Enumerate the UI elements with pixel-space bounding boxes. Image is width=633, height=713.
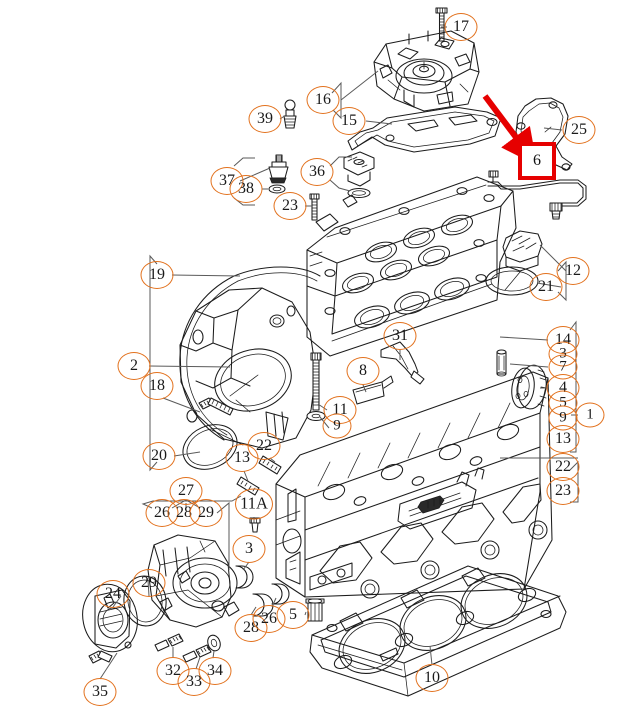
callout-5[interactable]: 5 (276, 601, 310, 629)
callout-label: 25 (571, 121, 587, 138)
part-37-38-plug (268, 154, 289, 194)
callout-label: 16 (315, 91, 331, 108)
callout-1[interactable]: 1 (575, 402, 605, 428)
callout-13[interactable]: 13 (225, 444, 259, 472)
callout-38[interactable]: 38 (229, 175, 263, 203)
part-8-scraper (352, 375, 394, 405)
callout-17[interactable]: 17 (444, 13, 478, 41)
callout-16[interactable]: 16 (306, 86, 340, 114)
callout-23[interactable]: 23 (546, 477, 580, 505)
callout-19[interactable]: 19 (140, 261, 174, 289)
callout-label: 21 (538, 278, 554, 295)
callout-label: 9 (333, 417, 341, 434)
callout-23[interactable]: 23 (273, 192, 307, 220)
highlighted-part-label: 6 (533, 152, 541, 169)
part-23-bolt-top (309, 193, 320, 221)
part-36-filler-cap (343, 151, 375, 199)
callout-label: 7 (559, 358, 567, 375)
callout-label: 38 (238, 180, 254, 197)
callout-label: 17 (453, 18, 469, 35)
callout-label: 22 (555, 458, 571, 475)
callout-label: 10 (424, 669, 440, 686)
callout-label: 29 (141, 574, 157, 591)
callout-label: 2 (130, 357, 138, 374)
callout-29[interactable]: 29 (132, 569, 166, 597)
callout-24[interactable]: 24 (96, 580, 130, 608)
callout-label: 18 (149, 377, 165, 394)
callout-label: 33 (186, 673, 202, 690)
part-cylinder-head-top (306, 176, 517, 357)
callout-label: 24 (105, 585, 121, 602)
part-15-gasket (347, 106, 502, 153)
callout-36[interactable]: 36 (300, 158, 334, 186)
callout-12[interactable]: 12 (556, 257, 590, 285)
part-11-9-bolt (306, 352, 326, 422)
part-10-head-gasket (309, 565, 567, 697)
callout-label: 26 (154, 504, 170, 521)
callout-39[interactable]: 39 (248, 105, 282, 133)
callout-label: 20 (151, 447, 167, 464)
callout-label: 29 (198, 504, 214, 521)
callout-label: 3 (559, 345, 567, 362)
callout-label: 23 (282, 197, 298, 214)
callout-label: 27 (178, 482, 194, 499)
callout-label: 4 (559, 379, 567, 396)
callout-15[interactable]: 15 (332, 107, 366, 135)
callout-label: 22 (256, 437, 272, 454)
part-16-housing (373, 30, 480, 112)
callout-11a[interactable]: 11A (235, 488, 273, 520)
part-24-oil-pump (82, 534, 240, 664)
callout-label: 5 (559, 394, 567, 411)
callout-9[interactable]: 9 (322, 413, 352, 439)
callout-21[interactable]: 21 (529, 273, 563, 301)
callout-label: 36 (309, 163, 325, 180)
callout-label: 5 (289, 606, 297, 623)
callout-3[interactable]: 3 (232, 535, 266, 563)
callout-label: 19 (149, 266, 165, 283)
callout-label: 31 (392, 327, 408, 344)
callout-29[interactable]: 29 (189, 499, 223, 527)
callout-25[interactable]: 25 (562, 116, 596, 144)
callout-label: 13 (555, 430, 571, 447)
callout-20[interactable]: 20 (142, 442, 176, 470)
callout-label: 11A (240, 493, 268, 513)
callout-34[interactable]: 34 (198, 657, 232, 685)
callout-label: 28 (176, 504, 192, 521)
callout-label: 8 (359, 362, 367, 379)
callout-label: 1 (586, 406, 594, 423)
callout-label: 13 (234, 449, 250, 466)
callout-label: 9 (559, 409, 567, 426)
callout-label: 35 (92, 683, 108, 700)
part-6-vacuum-line (487, 170, 587, 220)
part-39-nipple (283, 99, 297, 129)
callout-8[interactable]: 8 (346, 357, 380, 385)
part-5-nozzle (305, 598, 325, 622)
callout-31[interactable]: 31 (383, 322, 417, 350)
callout-35[interactable]: 35 (83, 678, 117, 706)
callout-label: 34 (207, 662, 223, 679)
part-11A-bolt (249, 517, 261, 533)
callout-label: 15 (341, 112, 357, 129)
callout-10[interactable]: 10 (415, 664, 449, 692)
callout-label: 26 (261, 610, 277, 627)
callout-label: 23 (555, 482, 571, 499)
callout-18[interactable]: 18 (140, 372, 174, 400)
callout-label: 39 (257, 110, 273, 127)
part-14-pin (496, 349, 507, 377)
callout-2[interactable]: 2 (117, 352, 151, 380)
callout-label: 3 (245, 540, 253, 557)
callout-label: 32 (165, 662, 181, 679)
callout-label: 12 (565, 262, 581, 279)
highlighted-part-6-box[interactable]: 6 (518, 142, 556, 180)
callout-13[interactable]: 13 (546, 425, 580, 453)
part-4-sprocket (511, 364, 548, 410)
